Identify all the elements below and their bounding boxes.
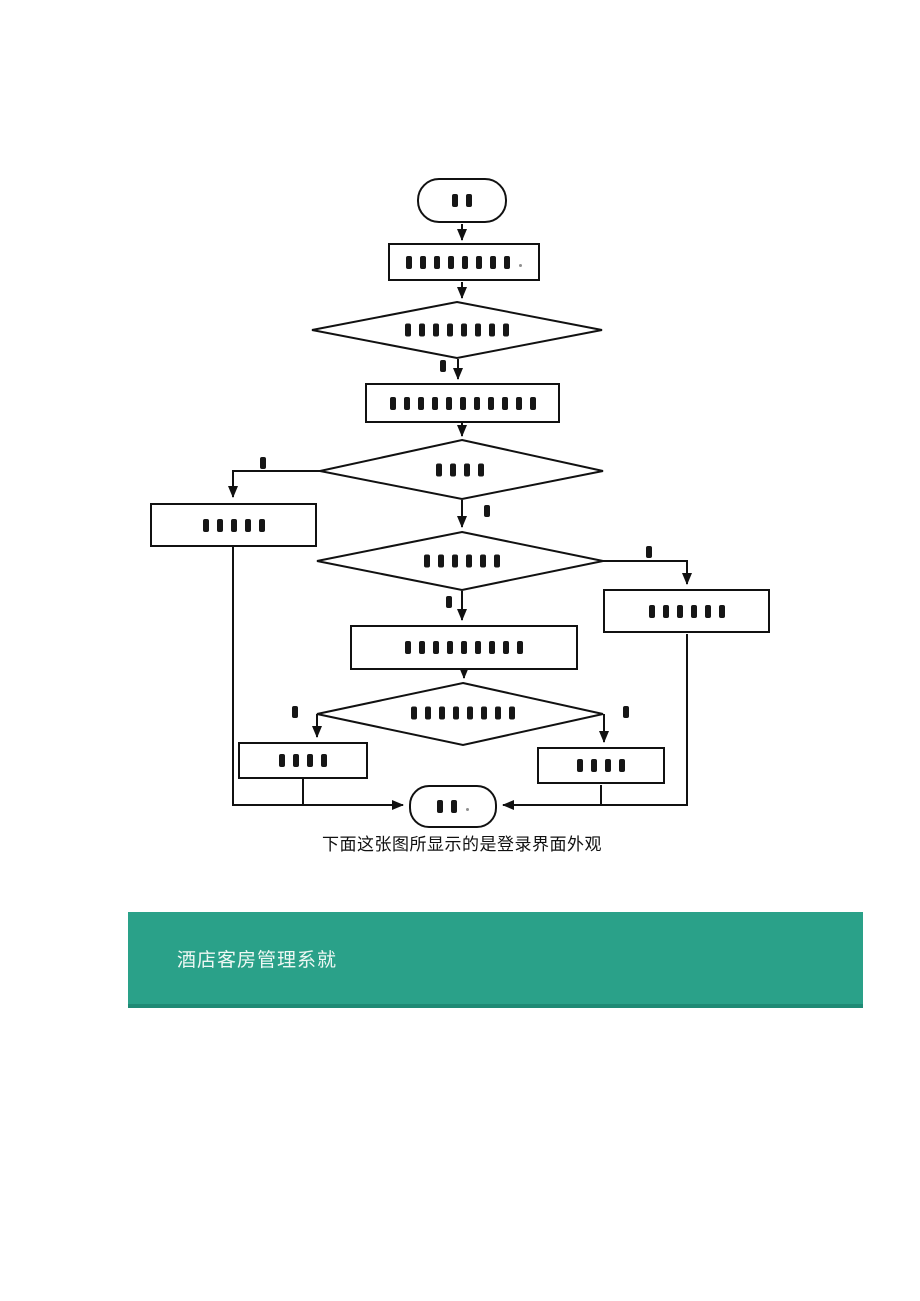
- flowchart-node-step1: [388, 243, 540, 281]
- edge-right-process-to-end: [502, 634, 688, 810]
- decision4-left-branch-label: [292, 706, 298, 718]
- flowchart-node-bottom-right: [537, 747, 665, 784]
- decision4-diamond: [316, 681, 604, 747]
- flowchart-node-right-process: [603, 589, 770, 633]
- decision4-label: [411, 706, 515, 720]
- flowchart-node-step3: [350, 625, 578, 670]
- decision1-diamond: [311, 300, 603, 360]
- connector-lines: [228, 224, 692, 810]
- banner-title: 酒店客房管理系就: [177, 949, 338, 971]
- decision3-label: [424, 554, 500, 568]
- decision3-down-branch-label: [446, 596, 452, 608]
- decision1-branch-label: [440, 360, 446, 372]
- placeholder-text: [648, 604, 725, 618]
- figure-caption: 下面这张图所显示的是登录界面外观: [322, 835, 602, 854]
- decision2-diamond: [319, 438, 604, 501]
- edge-left-process-to-end: [232, 547, 404, 810]
- flowchart-node-left-process: [150, 503, 317, 547]
- flowchart-node-end: [409, 785, 497, 828]
- decision1-label: [405, 323, 509, 337]
- decision2-label: [436, 463, 484, 477]
- placeholder-text: [405, 641, 523, 654]
- placeholder-text: [389, 396, 536, 410]
- decision4-right-branch-label: [623, 706, 629, 718]
- decision2-left-branch-label: [260, 457, 266, 469]
- edge-decision2-to-left-process: [228, 470, 320, 498]
- flowchart-node-step2: [365, 383, 560, 423]
- placeholder-text: [202, 518, 265, 532]
- placeholder-text: [406, 255, 522, 269]
- decision3-right-branch-label: [646, 546, 652, 558]
- placeholder-text: [437, 800, 469, 813]
- placeholder-text: [279, 754, 327, 767]
- flowchart-node-start: [417, 178, 507, 223]
- placeholder-text: [452, 194, 472, 207]
- decision3-diamond: [316, 530, 604, 592]
- flowchart-node-bottom-left: [238, 742, 368, 779]
- edge-decision3-to-right-process: [603, 560, 692, 585]
- app-title-banner: 酒店客房管理系就: [128, 912, 863, 1008]
- placeholder-text: [577, 759, 625, 772]
- decision2-down-branch-label: [484, 505, 490, 517]
